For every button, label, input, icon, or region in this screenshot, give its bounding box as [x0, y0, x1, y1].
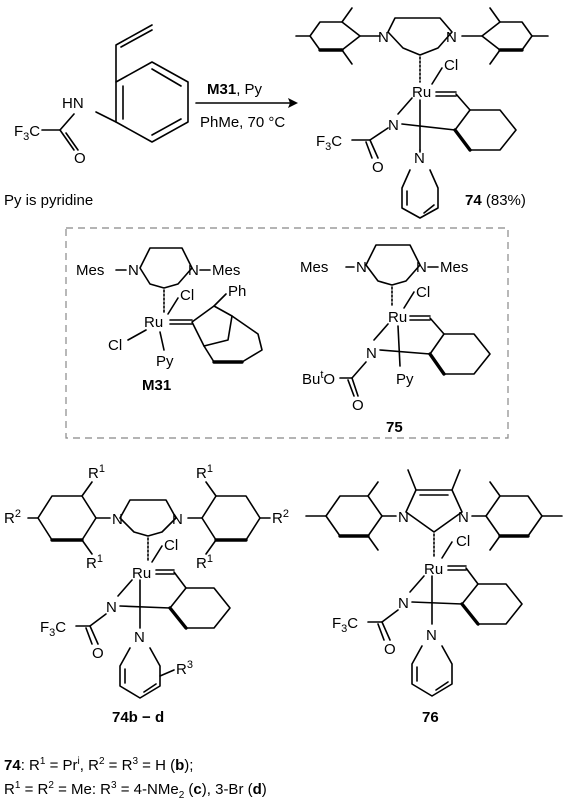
- n-label: N: [416, 259, 427, 276]
- n-label: N: [398, 509, 409, 526]
- n-label: N: [426, 627, 437, 644]
- ru-label: Ru: [132, 565, 151, 582]
- n-label: N: [128, 262, 139, 279]
- mes-label: Mes: [76, 262, 104, 279]
- starting-material: HN O F3C: [14, 24, 189, 167]
- py-note: Py is pyridine: [4, 192, 93, 209]
- r1-label: R1: [196, 553, 213, 572]
- c75-label: 75: [386, 419, 403, 436]
- n-label: N: [378, 29, 389, 46]
- cl-label: Cl: [456, 533, 470, 550]
- product-label: 74 (83%): [465, 192, 526, 209]
- r1-label: R1: [88, 463, 105, 482]
- analog-74b-d: N N R1 R2 R1 R1 R2 R1 Ru Cl N O F3C N: [4, 463, 289, 726]
- mes-label: Mes: [212, 262, 240, 279]
- n-label: N: [112, 511, 123, 528]
- conditions-text: PhMe, 70 °C: [200, 114, 285, 131]
- n-label: N: [172, 511, 183, 528]
- n-label: N: [388, 117, 399, 134]
- mes-label: Mes: [440, 259, 468, 276]
- c74bd-label: 74b − d: [112, 709, 164, 726]
- r1-label: R1: [196, 463, 213, 482]
- n-label: N: [356, 259, 367, 276]
- ru-label: Ru: [412, 84, 431, 101]
- reagent-text: M31, Py: [207, 81, 263, 98]
- cl-label: Cl: [108, 337, 122, 354]
- py-label: Py: [396, 371, 414, 388]
- catalyst-75: N N Mes Mes Ru Cl N Py O ButO 75: [300, 244, 491, 436]
- ru-label: Ru: [144, 314, 163, 331]
- cl-label: Cl: [164, 537, 178, 554]
- f3c-label: F3C: [332, 615, 358, 635]
- m31-label: M31: [142, 377, 171, 394]
- n-label: N: [398, 595, 409, 612]
- n-label: N: [188, 262, 199, 279]
- footnote-line-2: R1 = R2 = Me: R3 = 4-NMe2 (c), 3-Br (d): [4, 780, 267, 801]
- r1-label: R1: [86, 553, 103, 572]
- n-label: N: [414, 150, 425, 167]
- f3c-label: F3C: [14, 123, 40, 143]
- catalyst-m31: N N Mes Mes Ru Cl Cl Py Ph M31: [76, 247, 263, 394]
- o-label: O: [384, 641, 396, 658]
- o-label: O: [352, 397, 364, 414]
- n-label: N: [458, 509, 469, 526]
- o-label: O: [372, 159, 384, 176]
- product-74: N N Ru Cl N O F3C N 74: [295, 7, 549, 219]
- r2-label: R2: [4, 508, 21, 527]
- r2-label: R2: [272, 508, 289, 527]
- n-label: N: [106, 599, 117, 616]
- n-label: N: [366, 345, 377, 362]
- cl-label: Cl: [416, 284, 430, 301]
- f3c-label: F3C: [316, 133, 342, 153]
- py-label: Py: [156, 353, 174, 370]
- cl-label: Cl: [444, 57, 458, 74]
- cl-label: Cl: [180, 287, 194, 304]
- f3c-label: F3C: [40, 619, 66, 639]
- ph-label: Ph: [228, 283, 246, 300]
- hn-label: HN: [62, 95, 84, 112]
- c76-label: 76: [422, 709, 439, 726]
- ru-label: Ru: [424, 561, 443, 578]
- n-label: N: [446, 29, 457, 46]
- mes-label: Mes: [300, 259, 328, 276]
- footnote-line-1: 74: R1 = Pri, R2 = R3 = H (b);: [4, 756, 194, 774]
- analog-76: N N Ru Cl N O F3C N 76: [305, 469, 563, 726]
- ester-label: ButO: [302, 369, 335, 388]
- comparison-box: [65, 227, 509, 439]
- n-label: N: [134, 629, 145, 646]
- reaction-arrow: M31, Py PhMe, 70 °C: [195, 81, 298, 131]
- ru-label: Ru: [388, 309, 407, 326]
- o-label: O: [92, 645, 104, 662]
- r3-label: R3: [176, 659, 193, 678]
- o-label: O: [74, 150, 86, 167]
